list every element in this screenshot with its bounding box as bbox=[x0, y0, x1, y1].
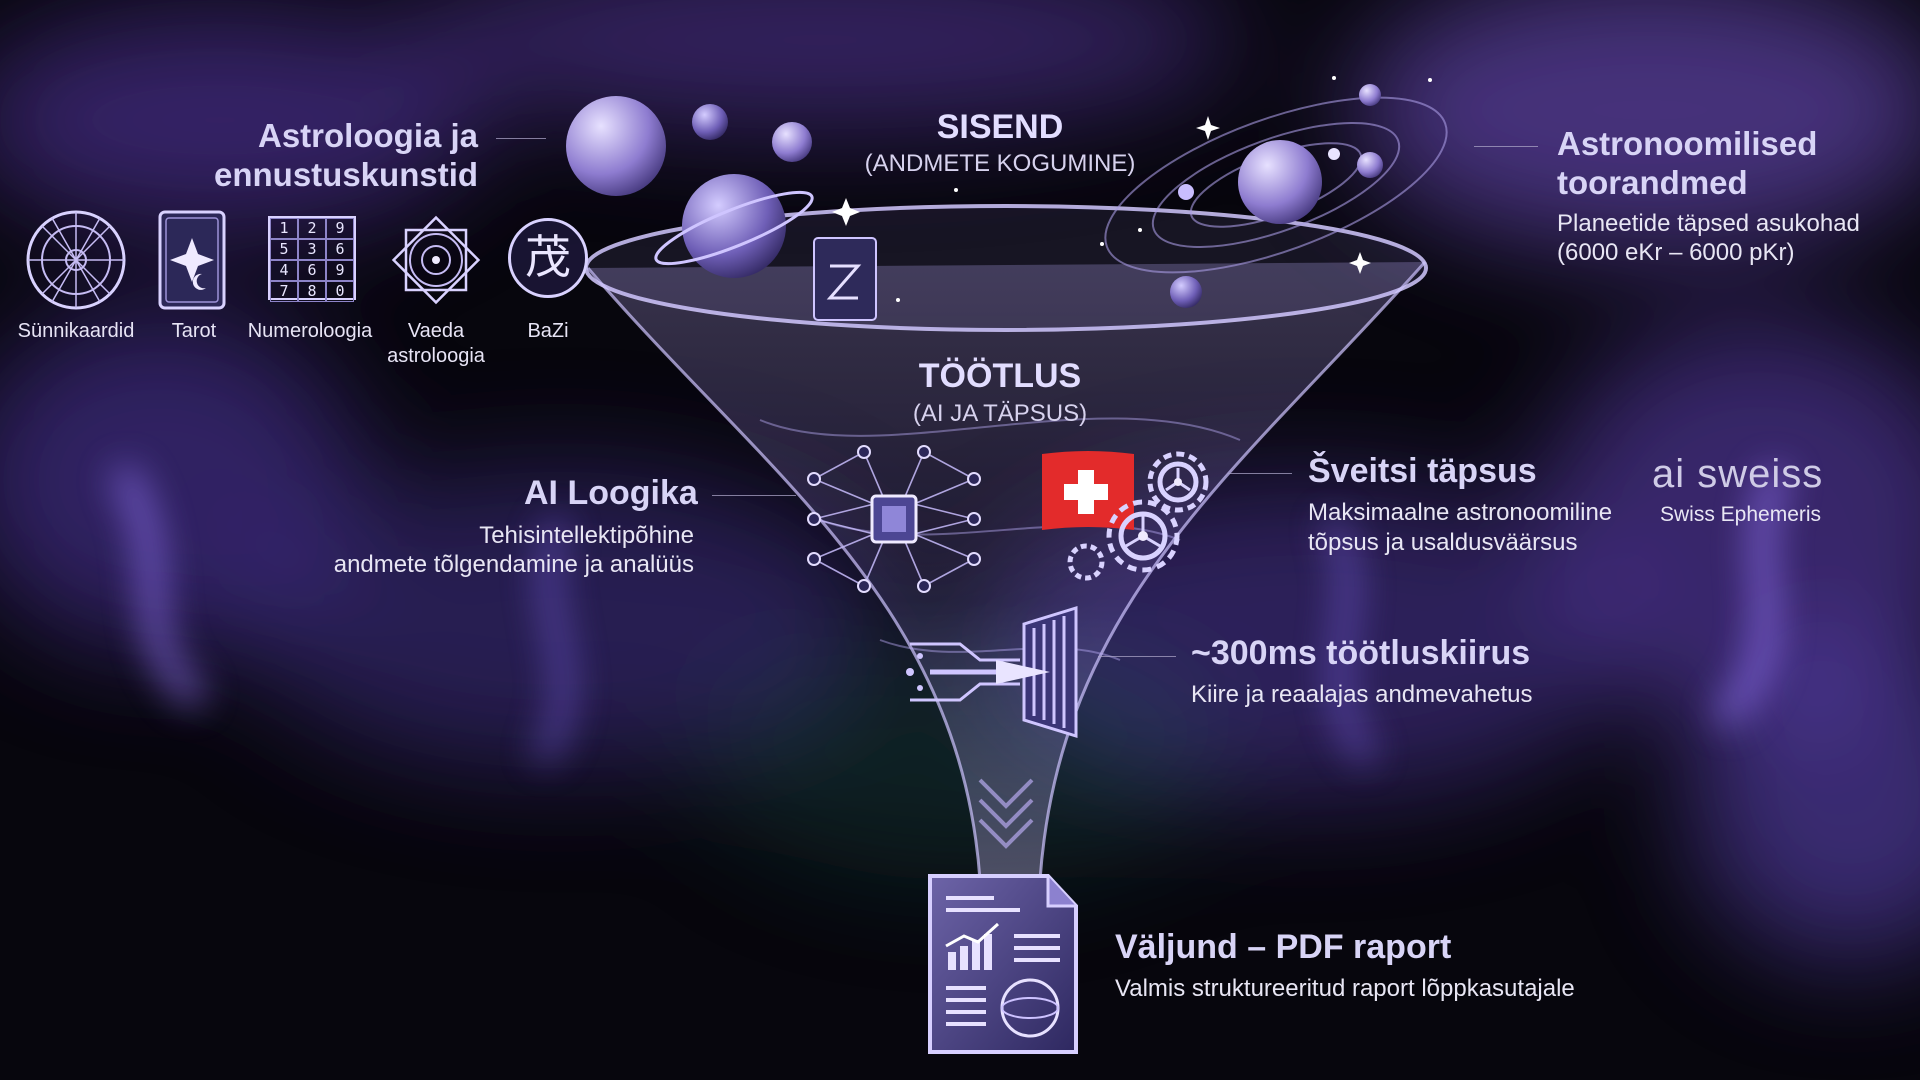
swiss-connector bbox=[1228, 473, 1292, 474]
astronomical-connector bbox=[1474, 146, 1538, 147]
pdf-report-icon bbox=[930, 876, 1076, 1052]
method-label-bazi: BaZi bbox=[527, 320, 569, 342]
processing-title: TÖÖTLUS bbox=[918, 357, 1082, 395]
processing-subtitle: (AI JA TÄPSUS) bbox=[912, 400, 1088, 427]
output-desc: Valmis struktureeritud raport lõppkasuta… bbox=[1115, 975, 1575, 1002]
neural-network-chip-icon bbox=[807, 445, 981, 593]
data-transfer-icon bbox=[906, 605, 1078, 739]
swiss-ephemeris-logo: ai sweiss bbox=[1652, 452, 1824, 496]
speed-desc: Kiire ja reaalajas andmevahetus bbox=[1191, 681, 1533, 708]
astrology-title-line2: ennustuskunstid bbox=[214, 156, 479, 193]
grid-cell: 6 bbox=[326, 239, 354, 260]
ai-logic-desc-line2: andmete tõlgendamine ja analüüs bbox=[333, 551, 694, 578]
astronomical-title-line1: Astronoomilised bbox=[1557, 125, 1818, 162]
chinese-character-icon: 茂 bbox=[508, 218, 588, 298]
bazi-glyph: 茂 bbox=[525, 230, 571, 284]
swiss-desc-line1: Maksimaalne astronoomiline bbox=[1308, 499, 1613, 526]
method-label-tarot: Tarot bbox=[171, 320, 217, 342]
astronomical-desc-line1: Planeetide täpsed asukohad bbox=[1557, 210, 1860, 237]
speed-connector bbox=[1098, 656, 1176, 657]
astronomical-desc-line2: (6000 eKr – 6000 pKr) bbox=[1557, 239, 1795, 266]
grid-cell: 9 bbox=[326, 260, 354, 281]
input-title: SISEND bbox=[936, 108, 1064, 146]
output-title: Väljund – PDF raport bbox=[1115, 928, 1452, 966]
method-label-vedic-line1: Vaeda bbox=[407, 320, 465, 342]
swiss-ephemeris-caption: Swiss Ephemeris bbox=[1660, 503, 1822, 526]
grid-cell: 0 bbox=[326, 281, 354, 302]
tarot-card-icon bbox=[158, 210, 226, 310]
method-label-vedic-line2: astroloogia bbox=[387, 345, 485, 367]
grid-cell: 3 bbox=[298, 239, 326, 260]
ai-logic-desc-line1: Tehisintellektipõhine bbox=[479, 522, 694, 549]
astronomical-title-line2: toorandmed bbox=[1557, 164, 1748, 201]
ai-logic-connector bbox=[712, 495, 796, 496]
grid-cell: 4 bbox=[270, 260, 298, 281]
zodiac-wheel-icon bbox=[26, 210, 126, 310]
swiss-flag-gears-icon bbox=[1042, 451, 1209, 581]
grid-cell: 1 bbox=[270, 218, 298, 239]
ai-logic-title: AI Loogika bbox=[524, 474, 698, 512]
grid-cell: 5 bbox=[270, 239, 298, 260]
speed-title: ~300ms töötluskiirus bbox=[1191, 634, 1531, 672]
grid-cell: 7 bbox=[270, 281, 298, 302]
mandala-icon bbox=[391, 215, 481, 305]
method-label-numerology: Numeroloogia bbox=[247, 320, 373, 342]
number-grid-icon: 1 2 9 5 3 6 4 6 9 7 8 0 bbox=[268, 216, 356, 302]
astrology-connector bbox=[496, 138, 546, 139]
grid-cell: 2 bbox=[298, 218, 326, 239]
grid-cell: 6 bbox=[298, 260, 326, 281]
astrology-title-line1: Astroloogia ja bbox=[258, 117, 479, 154]
input-subtitle: (ANDMETE KOGUMINE) bbox=[864, 150, 1136, 177]
grid-cell: 8 bbox=[298, 281, 326, 302]
swiss-desc-line2: tõpsus ja usaldusväärsus bbox=[1308, 529, 1578, 556]
swiss-title: Šveitsi täpsus bbox=[1308, 452, 1537, 490]
method-label-natal: Sünnikaardid bbox=[17, 320, 135, 342]
grid-cell: 9 bbox=[326, 218, 354, 239]
